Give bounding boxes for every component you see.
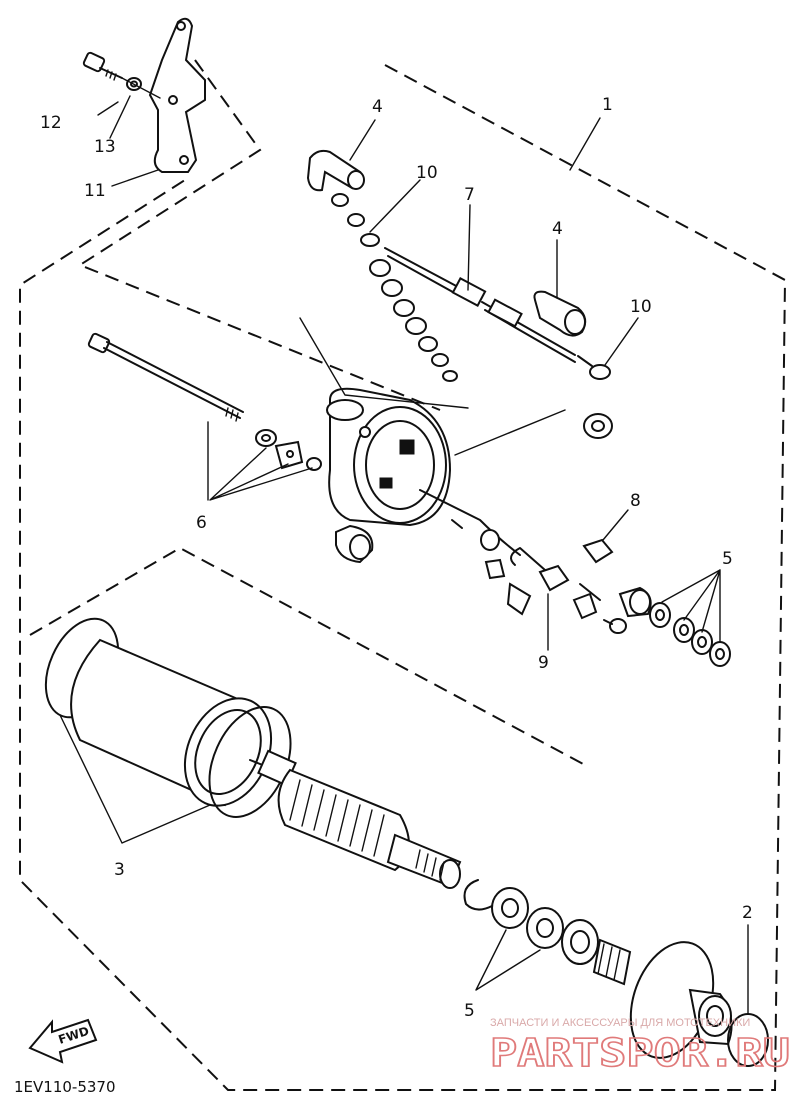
bushing bbox=[618, 586, 652, 618]
watermark-logo: PARTSPOR.RU bbox=[490, 1031, 790, 1075]
bracket-bolt-guide bbox=[121, 77, 161, 99]
front-cover-housing bbox=[326, 387, 452, 527]
through-bolt bbox=[87, 332, 244, 422]
terminal-boot-part-4-right bbox=[533, 290, 587, 337]
bracket-part-11 bbox=[148, 17, 206, 173]
brush-part-8 bbox=[582, 538, 614, 564]
yoke-housing bbox=[44, 617, 292, 818]
brush-part-9 bbox=[510, 547, 570, 592]
armature bbox=[249, 749, 462, 889]
rear-cover bbox=[629, 941, 733, 1059]
armature-group-outline bbox=[29, 546, 586, 766]
o-ring-cap bbox=[335, 524, 374, 564]
terminal-bolt-part-7 bbox=[384, 247, 576, 363]
washer-set-part-5-lower bbox=[491, 887, 564, 949]
callout-5-lower: 5 bbox=[464, 1001, 475, 1021]
callout-7: 7 bbox=[464, 185, 475, 205]
callout-labels: 1 2 3 4 4 5 5 6 7 8 9 10 10 11 12 13 bbox=[40, 95, 753, 1021]
figure-code: 1EV110-5370 bbox=[14, 1078, 116, 1096]
screw-small bbox=[603, 618, 627, 634]
callout-9: 9 bbox=[538, 653, 549, 673]
callout-2: 2 bbox=[742, 903, 753, 923]
assembly-outline bbox=[19, 64, 787, 1091]
brush-plate-wiring bbox=[419, 489, 601, 620]
callout-3: 3 bbox=[114, 860, 125, 880]
callout-12: 12 bbox=[40, 113, 62, 133]
nut-stack-left bbox=[331, 193, 458, 382]
fwd-arrow-icon: FWD bbox=[28, 1018, 98, 1064]
callout-11: 11 bbox=[84, 181, 106, 201]
watermark-tagline: ЗАПЧАСТИ И АКСЕССУАРЫ ДЛЯ МОТОТЕХНИКИ bbox=[490, 1017, 750, 1029]
washer-set-part-5-upper bbox=[649, 602, 731, 667]
callout-4-right: 4 bbox=[552, 219, 563, 239]
bolt-part-12 bbox=[82, 51, 123, 81]
callout-1: 1 bbox=[602, 95, 613, 115]
bearing-front bbox=[583, 413, 613, 439]
needle-bearing bbox=[592, 938, 632, 986]
callout-10-right: 10 bbox=[630, 297, 652, 317]
bearing-rear bbox=[561, 919, 599, 965]
ring-terminal-part-10-right bbox=[577, 355, 611, 380]
callout-4-left: 4 bbox=[372, 97, 383, 117]
leader-lines bbox=[59, 95, 749, 1015]
callout-13: 13 bbox=[94, 137, 116, 157]
circlip bbox=[463, 879, 493, 911]
washer-set-part-6 bbox=[255, 429, 322, 471]
callout-6: 6 bbox=[196, 513, 207, 533]
terminal-boot-part-4-left bbox=[306, 149, 365, 192]
callout-8: 8 bbox=[630, 491, 641, 511]
callout-10-left: 10 bbox=[416, 163, 438, 183]
watermark: ЗАПЧАСТИ И АКСЕССУАРЫ ДЛЯ МОТОТЕХНИКИ PA… bbox=[489, 1017, 791, 1076]
callout-5-upper: 5 bbox=[722, 549, 733, 569]
bracket-group-outline bbox=[77, 59, 441, 411]
